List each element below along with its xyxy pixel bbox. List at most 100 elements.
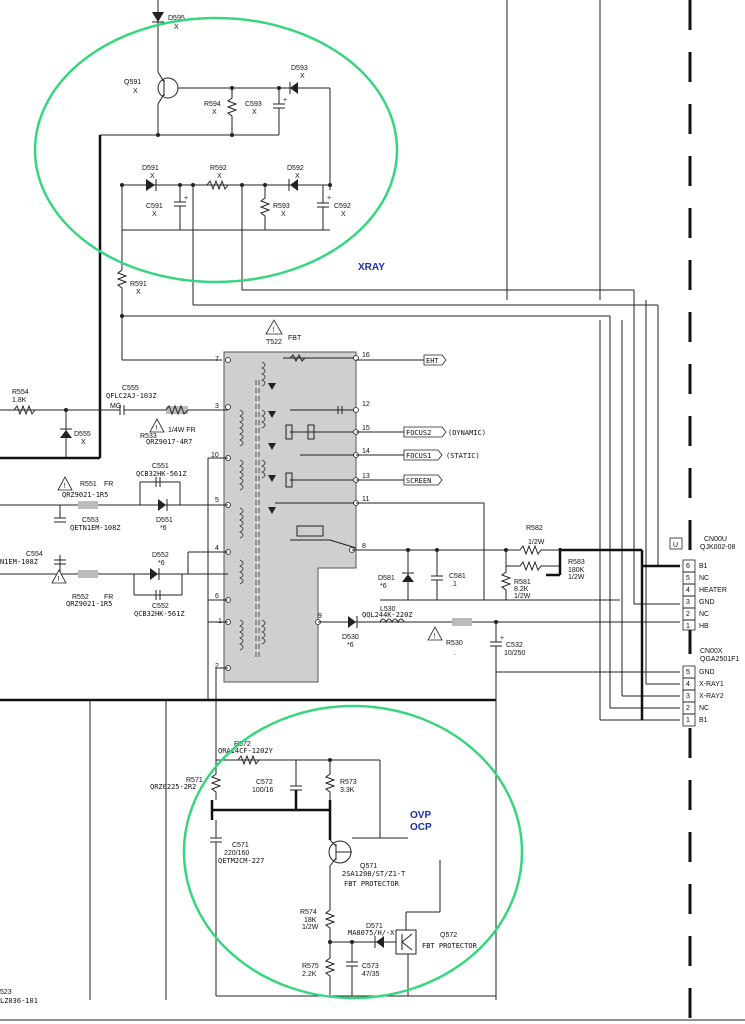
warning-icon xyxy=(149,418,165,433)
c591-value: X xyxy=(152,211,157,218)
eht-output-label: EHT xyxy=(426,357,439,365)
r572-resistor-symbol xyxy=(237,754,260,766)
svg-text:+: + xyxy=(283,97,287,104)
r593-value: X xyxy=(281,211,286,218)
d581-value: *6 xyxy=(380,583,387,590)
ovp-ocp-section: R572 QRA14CF-1202Y R571 QRZ0225-2R2 C572… xyxy=(150,741,496,997)
c573-value: 47/35 xyxy=(362,971,380,978)
focus1-output-label: FOCUS1 xyxy=(406,452,431,460)
q591-label: Q591 xyxy=(124,79,141,86)
r571-label: R571 xyxy=(186,777,203,784)
r592-resistor-symbol xyxy=(206,179,229,191)
r572-part: QRA14CF-1202Y xyxy=(218,747,274,755)
cn00x-pin-label: GND xyxy=(699,669,715,676)
c553-part: QETN1EM-108Z xyxy=(70,524,121,532)
d551-diode-symbol xyxy=(158,499,166,511)
fbt-body xyxy=(223,351,357,683)
fbt-pin-label: 12 xyxy=(362,401,370,408)
d530-label: D530 xyxy=(342,634,359,641)
d552-diode-symbol xyxy=(150,568,158,580)
warning-icon xyxy=(427,626,443,641)
r594-value: X xyxy=(212,109,217,116)
l530-coil-symbol xyxy=(379,618,405,624)
c592-label: C592 xyxy=(334,203,351,210)
d530-diode-symbol xyxy=(348,616,356,628)
ovp-label: OVP xyxy=(410,810,431,821)
d595-label: D595 xyxy=(168,15,185,22)
cn00x-pin-number: 5 xyxy=(686,669,690,676)
d555-value: X xyxy=(81,439,86,446)
c555-mg: MG xyxy=(110,403,121,410)
r530-resistor-symbol xyxy=(452,618,472,626)
r573-resistor-symbol xyxy=(324,760,336,800)
cn00u-ref: CN00U xyxy=(704,536,727,543)
r571-part: QRZ0225-2R2 xyxy=(150,783,196,791)
fbt-pin-label: 15 xyxy=(362,425,370,432)
fbt-left-pins: 7 3 10 5 4 6 1 2 xyxy=(211,356,231,671)
r593-label: R593 xyxy=(273,203,290,210)
r572-label: R572 xyxy=(234,741,251,748)
svg-text:+: + xyxy=(184,195,188,202)
q591-value: X xyxy=(133,88,138,95)
cn00x-ref: CN00X xyxy=(700,648,723,655)
xray-highlight-circle xyxy=(33,16,399,284)
r530-label: R530 xyxy=(446,640,463,647)
c554-label: C554 xyxy=(26,551,43,558)
focus2-note: (DYNAMIC) xyxy=(448,429,486,437)
r552-part: QRZ9021-1R5 xyxy=(66,600,112,608)
q572-thyristor-symbol xyxy=(395,929,417,955)
c532-value: 10/250 xyxy=(504,650,526,657)
r554-label: R554 xyxy=(12,389,29,396)
focus2-output-label: FOCUS2 xyxy=(406,429,431,437)
r583-rating: 1/2W xyxy=(568,574,585,581)
r575-label: R575 xyxy=(302,963,319,970)
svg-text:!: ! xyxy=(273,327,275,334)
svg-text:!: ! xyxy=(58,576,60,583)
c581-label: C581 xyxy=(449,573,466,580)
l530-label: L530 xyxy=(380,606,396,613)
svg-text:+: + xyxy=(500,635,504,642)
cn00u-pin-number: 5 xyxy=(686,575,690,582)
xray-section-label: XRAY xyxy=(358,262,385,273)
cn00u-pin-label: GND xyxy=(699,599,715,606)
fbt-pin-label: 3 xyxy=(215,403,219,410)
r591-value: X xyxy=(136,289,141,296)
r582-value: 1/2W xyxy=(528,539,545,546)
r573-value: 3.3K xyxy=(340,787,355,794)
cn00x-part: QGA2501F1 xyxy=(700,656,739,663)
cn00x-pin-label: NC xyxy=(699,705,709,712)
ovp-highlight-circle xyxy=(182,704,524,1000)
r533-label: R533 xyxy=(140,433,157,440)
cn00x-pin-label: X-RAY1 xyxy=(699,681,724,688)
q571-label: Q571 xyxy=(360,863,377,870)
ocp-label: OCP xyxy=(410,822,432,833)
d592-label: D592 xyxy=(287,165,304,172)
output-section: R582 1/2W R583 180K 1/2W R581 8.2K 1/2W … xyxy=(318,502,680,1000)
c573-label: C573 xyxy=(362,963,379,970)
c551-part: QCB32HK-561Z xyxy=(136,470,187,478)
r581-value: 8.2K xyxy=(514,586,529,593)
r530-value: . xyxy=(454,650,456,657)
fbt-block: 7 3 10 5 4 6 1 2 16 12 15 14 13 11 8 9 !… xyxy=(211,319,370,683)
q572-label: Q572 xyxy=(440,932,457,939)
r582-label: R582 xyxy=(526,525,543,532)
r592-value: X xyxy=(217,173,222,180)
r594-label: R594 xyxy=(204,101,221,108)
r574-label: R574 xyxy=(300,909,317,916)
r571-resistor-symbol xyxy=(210,760,222,800)
cn00u-badge xyxy=(669,537,683,550)
cn00x-pin-number: 3 xyxy=(686,693,690,700)
d581-label: D581 xyxy=(378,575,395,582)
r554-value: 1.8K xyxy=(12,397,27,404)
cn00u-pin-label: HEATER xyxy=(699,587,727,594)
d591-value: X xyxy=(150,173,155,180)
fbt-pin-label: 16 xyxy=(362,352,370,359)
c523-part: LZ036-101 xyxy=(0,997,38,1005)
fbt-pin-label: 13 xyxy=(362,473,370,480)
warning-icon xyxy=(57,476,73,491)
c592-value: X xyxy=(341,211,346,218)
d593-label: D593 xyxy=(291,65,308,72)
